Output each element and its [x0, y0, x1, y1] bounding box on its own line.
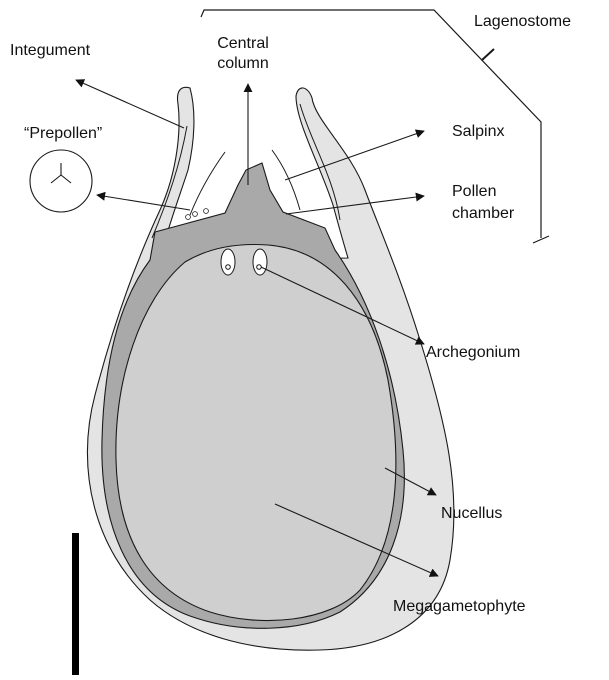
megagametophyte-shape: [116, 245, 396, 621]
label-integument: Integument: [10, 42, 91, 59]
label-salpinx: Salpinx: [452, 123, 504, 140]
label-pollen-chamber-line1: Pollen: [452, 183, 496, 200]
label-central-column-line1: Central: [217, 35, 269, 52]
arrow-integument: [76, 80, 184, 128]
scale-bar: [72, 533, 79, 675]
label-prepollen: “Prepollen”: [24, 125, 102, 142]
salpinx-left-wall: [190, 152, 225, 215]
label-megagametophyte: Megagametophyte: [393, 598, 526, 615]
label-central-column-line2: column: [217, 55, 269, 72]
prepollen-detail-icon: [30, 150, 92, 212]
label-archegonium: Archegonium: [426, 344, 520, 361]
label-pollen-chamber-line2: chamber: [452, 205, 515, 222]
label-lagenostome: Lagenostome: [474, 13, 571, 30]
lagenostome-tick: [482, 49, 494, 60]
label-nucellus: Nucellus: [441, 505, 502, 522]
